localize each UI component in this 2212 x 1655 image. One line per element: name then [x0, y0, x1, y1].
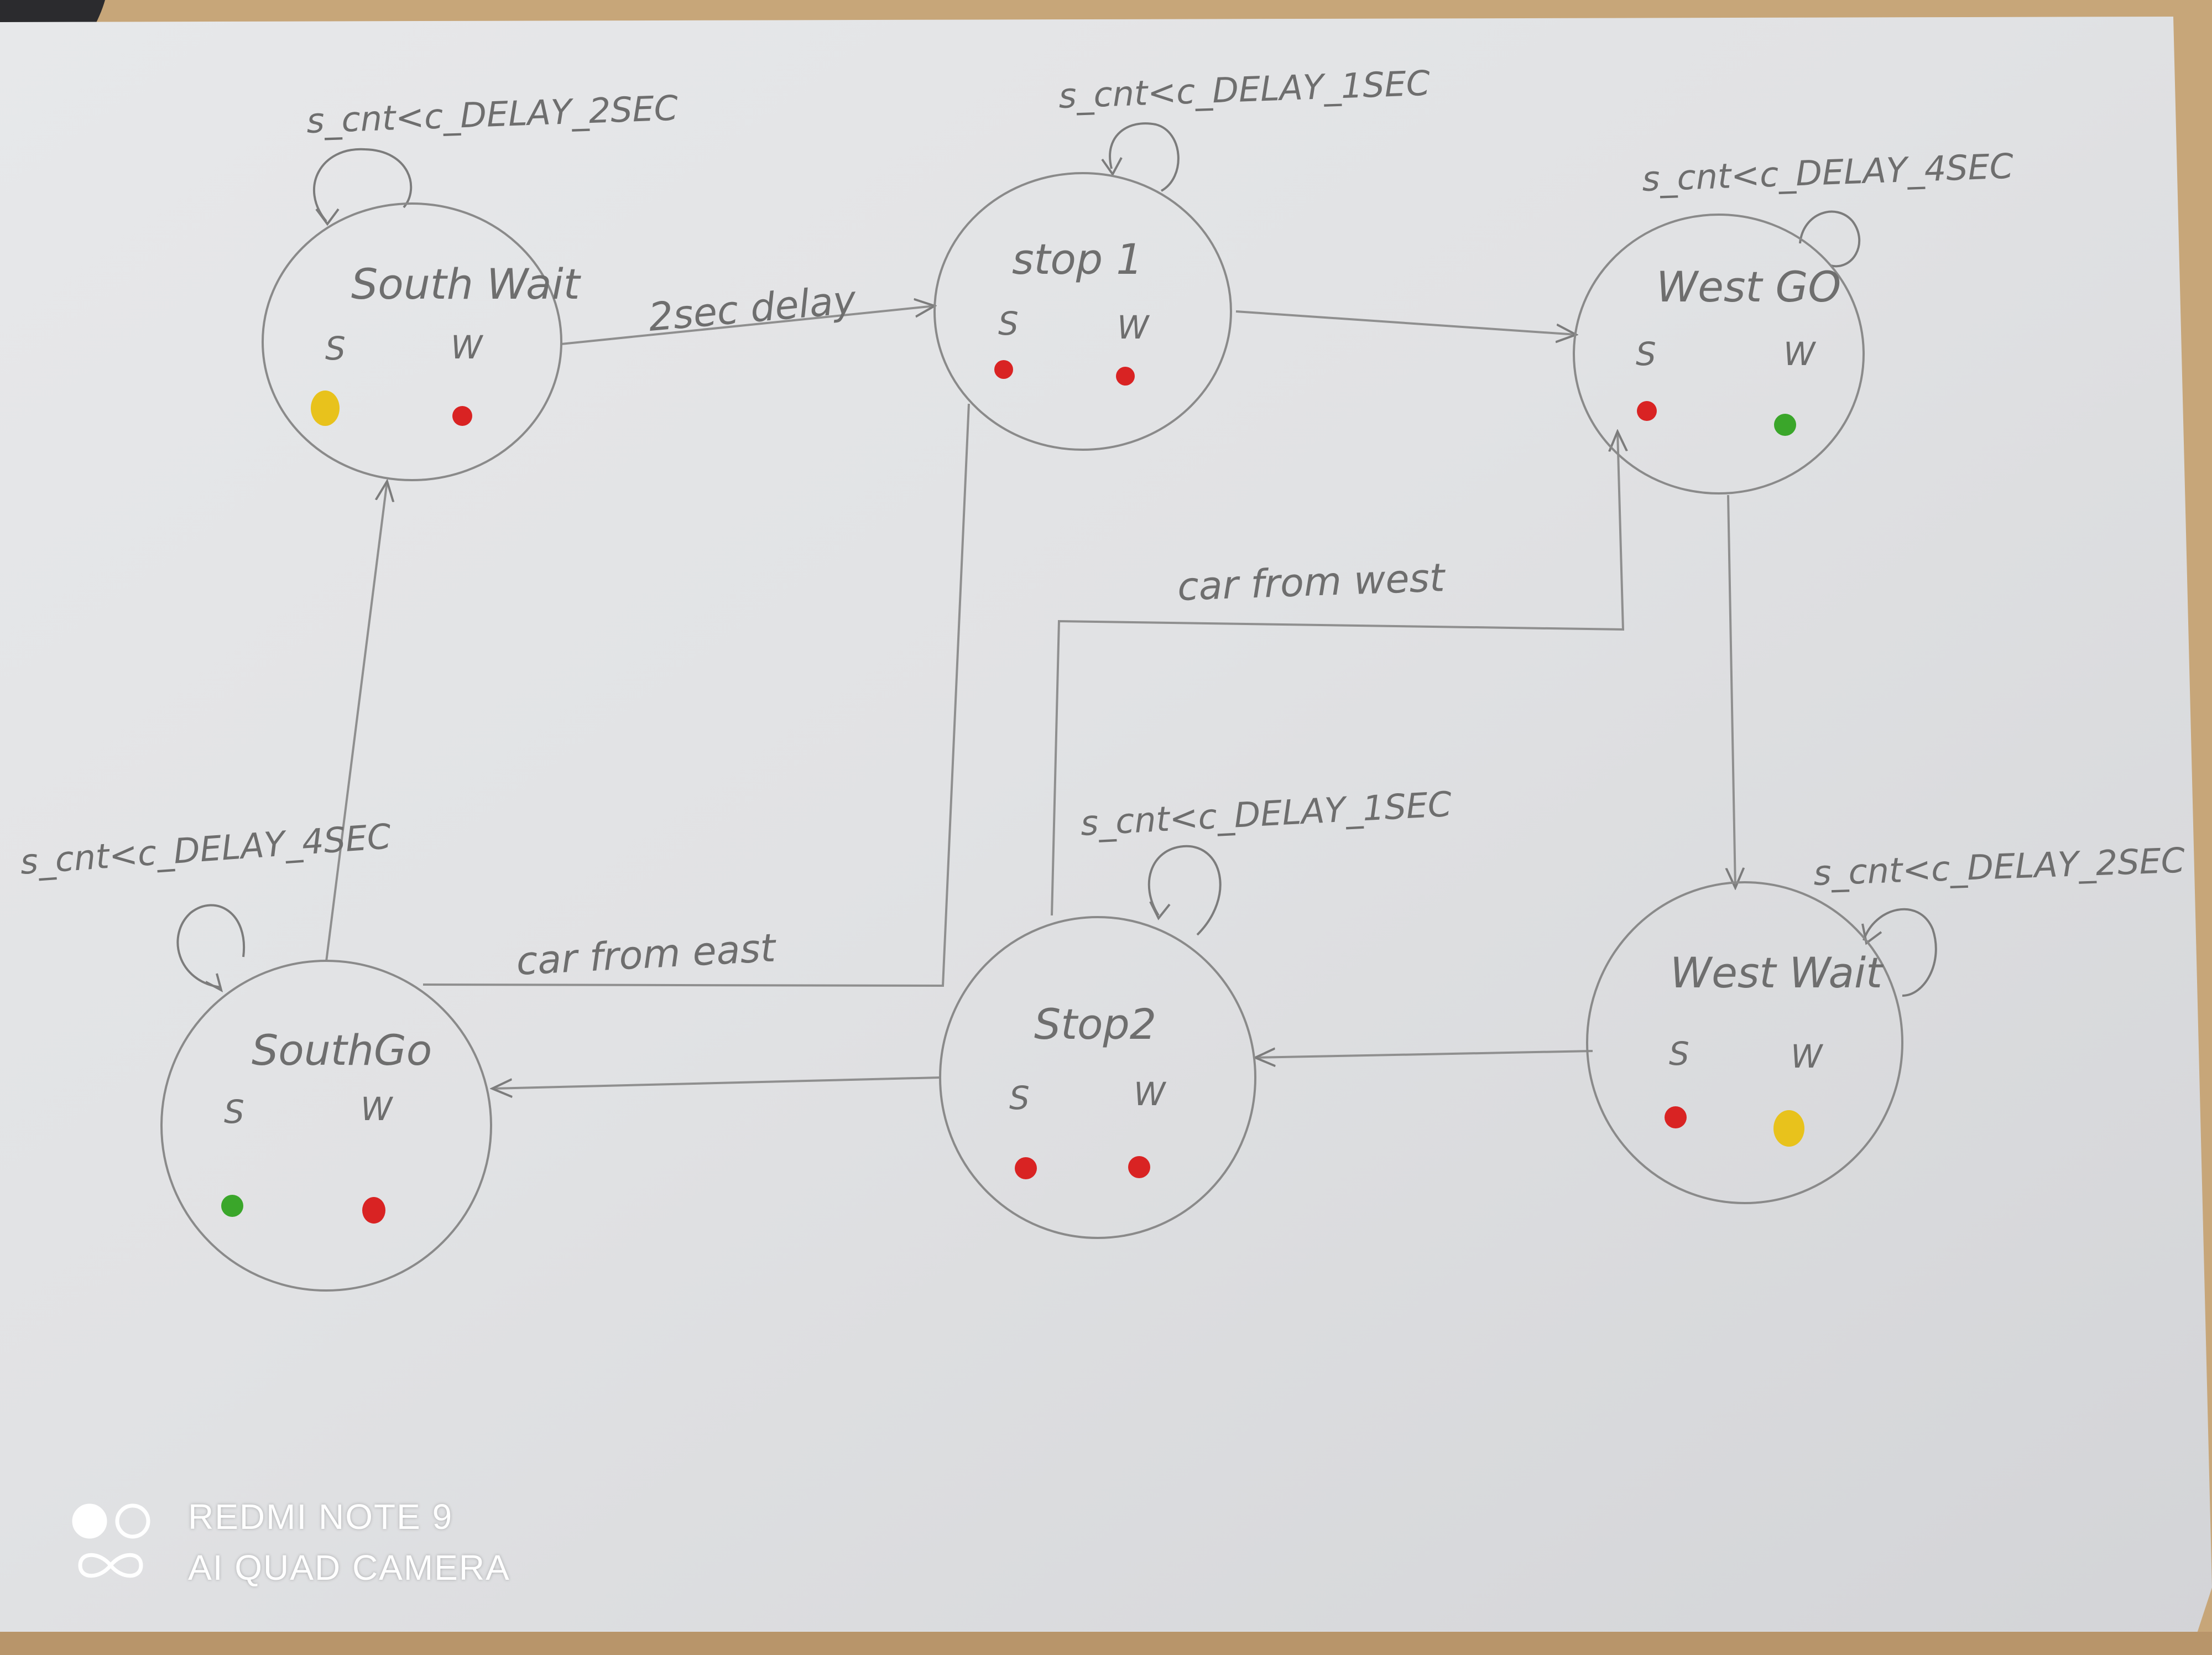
node-circle	[160, 960, 492, 1292]
edge-stop2-to-west-go	[1051, 431, 1623, 916]
state-name: West GO	[1656, 262, 1841, 311]
state-name: SouthGo	[252, 1026, 432, 1075]
watermark-line-2: AI QUAD CAMERA	[188, 1548, 510, 1588]
label-south: S	[998, 305, 1019, 342]
table-strip	[0, 1632, 2212, 1655]
state-name: Stop2	[1034, 1000, 1156, 1049]
west-light-red	[362, 1197, 385, 1224]
edge-label-car-from-west: car from west	[1177, 555, 1447, 610]
edge-stop1-to-south-go	[422, 403, 970, 987]
state-name: West Wait	[1670, 948, 1884, 997]
south-light-red	[1665, 1106, 1687, 1128]
state-name: South Wait	[351, 259, 582, 309]
edge-south-go-to-south-wait	[325, 481, 387, 962]
edge-west-wait-to-stop2	[1255, 1051, 1593, 1058]
west-light-red	[1116, 367, 1135, 386]
camera-logo	[72, 1503, 150, 1578]
edge-west-go-to-west-wait	[1728, 495, 1735, 888]
south-light-yellow	[311, 391, 340, 426]
west-light-red	[452, 406, 472, 426]
self-loop-south-wait	[312, 148, 413, 222]
west-light-yellow	[1773, 1110, 1804, 1147]
self-loop-stop2	[1147, 845, 1222, 936]
label-south: S	[224, 1093, 244, 1131]
west-light-red	[1128, 1156, 1150, 1178]
label-west: W	[1783, 335, 1817, 373]
label-south: S	[325, 330, 346, 367]
label-west: W	[1117, 309, 1150, 346]
label-west: W	[1134, 1075, 1167, 1113]
label-south: S	[1669, 1035, 1689, 1073]
edge-stop1-to-west-go	[1235, 310, 1576, 335]
self-loop-west-wait	[1863, 908, 1937, 997]
self-loop-west-go	[1799, 210, 1861, 268]
node-circle	[1586, 881, 1903, 1204]
watermark-line-1: REDMI NOTE 9	[188, 1497, 453, 1537]
self-loop-stop1	[1109, 122, 1180, 192]
node-circle	[933, 172, 1232, 451]
label-west: W	[361, 1090, 394, 1128]
edge-south-wait-to-stop1	[561, 306, 935, 345]
south-light-green	[221, 1195, 243, 1217]
node-circle	[262, 202, 562, 481]
edge-stop2-to-south-go	[492, 1076, 941, 1089]
label-west: W	[451, 329, 484, 366]
south-light-red	[994, 360, 1013, 379]
self-loop-south-go	[176, 904, 246, 988]
label-south: S	[1009, 1079, 1030, 1117]
south-light-red	[1637, 401, 1657, 421]
state-name: stop 1	[1012, 235, 1143, 284]
paper-sheet	[0, 17, 2212, 1655]
node-circle	[939, 916, 1256, 1239]
label-south: S	[1636, 335, 1656, 373]
south-light-red	[1015, 1157, 1037, 1179]
node-circle	[1573, 214, 1865, 495]
label-west: W	[1791, 1038, 1824, 1075]
west-light-green	[1774, 414, 1796, 436]
